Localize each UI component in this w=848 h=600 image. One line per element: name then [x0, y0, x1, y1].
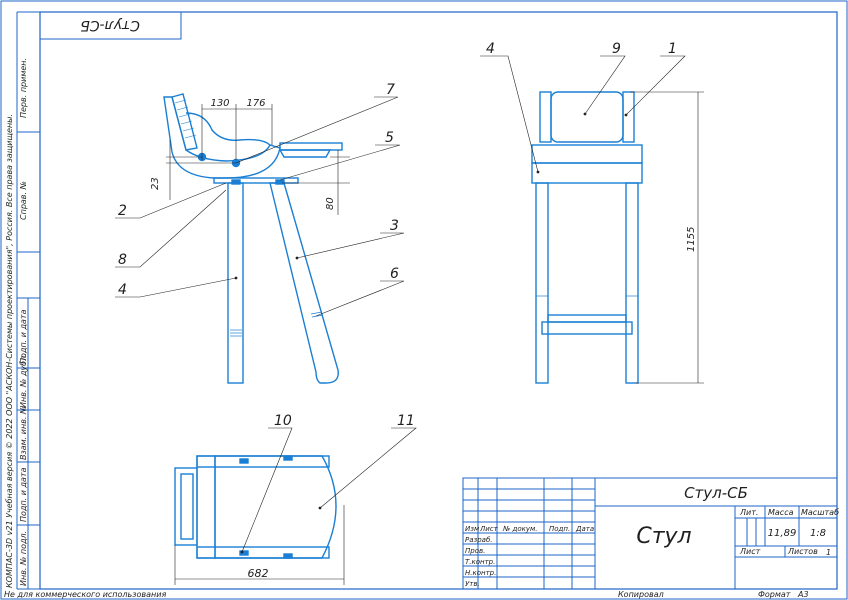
hdr-lit: Лит. [739, 508, 758, 517]
row-razrab: Разраб. [465, 536, 493, 544]
top-stamp: Стул-СБ [39, 11, 182, 40]
callout-10: 10 [274, 413, 292, 429]
noncommercial-note: Не для коммерческого использования [4, 590, 166, 599]
dim-80: 80 [325, 197, 336, 210]
hdr-listov: Листов [787, 547, 818, 556]
callout-11: 11 [397, 413, 415, 429]
front-left-leg [535, 182, 549, 384]
format-value: A3 [797, 590, 809, 599]
row-prov: Пров. [465, 547, 485, 555]
title-name: Стул [636, 524, 691, 549]
side-strip-podp-data-2: Подп. и дата [19, 467, 28, 522]
dim-176: 176 [246, 98, 265, 109]
value-sheet-total: 1 [826, 548, 831, 557]
left-side-strip [16, 11, 40, 590]
side-strip-inv-podl: Инв. № подл. [19, 531, 28, 586]
col-date: Дата [575, 525, 594, 533]
hdr-masshtab: Масштаб [801, 508, 839, 517]
hdr-list: Лист [739, 547, 761, 556]
front-view-dimension [630, 91, 704, 384]
side-strip-perv-primen: Перв. примен. [19, 58, 28, 118]
col-izm: Изм [465, 525, 480, 533]
callout-5: 5 [385, 130, 394, 146]
side-strip-sprav: Справ. № [19, 181, 28, 220]
format-label: Формат [758, 590, 791, 599]
row-utv: Утв. [465, 580, 480, 588]
top-stamp-code: Стул-СБ [80, 17, 140, 33]
col-doc: № докум. [502, 525, 538, 533]
dim-23: 23 [150, 177, 161, 190]
sheet-inner-frame [39, 11, 838, 590]
leader-dots [234, 112, 628, 554]
side-strip-inv-dubl: Инв. № дубл. [19, 353, 28, 408]
callout-8: 8 [118, 252, 127, 268]
seat-board [279, 142, 343, 151]
callout-7: 9 [612, 41, 621, 57]
title-code: Стул-СБ [684, 484, 748, 502]
side-strip-vzam-inv: Взам. инв. № [19, 406, 28, 460]
rear-leg [269, 182, 339, 384]
dim-682: 682 [248, 567, 269, 580]
dim-130: 130 [210, 98, 229, 109]
callout-6: 6 [390, 266, 399, 282]
hdr-massa: Масса [768, 508, 794, 517]
value-mass: 11,89 [768, 528, 797, 539]
callout-2: 2 [118, 203, 127, 219]
callout-4-side: 4 [118, 282, 127, 298]
seat-top [214, 455, 337, 559]
value-scale: 1:8 [810, 528, 826, 539]
title-block [462, 477, 838, 590]
callout-1: 1 [668, 41, 677, 57]
col-list: Лист [479, 525, 499, 533]
front-leg [227, 182, 244, 384]
side-strip-kompas-note: КОМПАС-3D v21 Учебная версия © 2022 ООО … [5, 114, 14, 588]
copied-label: Копировал [618, 590, 664, 599]
side-strip-podp-data-1: Подп. и дата [19, 309, 28, 364]
dim-1155: 1155 [686, 227, 697, 252]
callout-4-front: 4 [486, 41, 495, 57]
front-right-leg [625, 182, 639, 384]
callout-9: 7 [386, 82, 395, 98]
col-sign: Подп. [549, 525, 570, 533]
backrest-pad [550, 91, 624, 143]
side-view [163, 93, 343, 384]
callout-3: 3 [390, 218, 399, 234]
row-tkontr: Т.контр. [465, 558, 495, 566]
row-nkontr: Н.контр. [465, 569, 496, 577]
front-view [531, 91, 643, 384]
leader-lines [115, 55, 686, 553]
top-view [174, 455, 337, 559]
top-view-dimension [174, 505, 345, 585]
side-view-dimensions [166, 104, 350, 215]
